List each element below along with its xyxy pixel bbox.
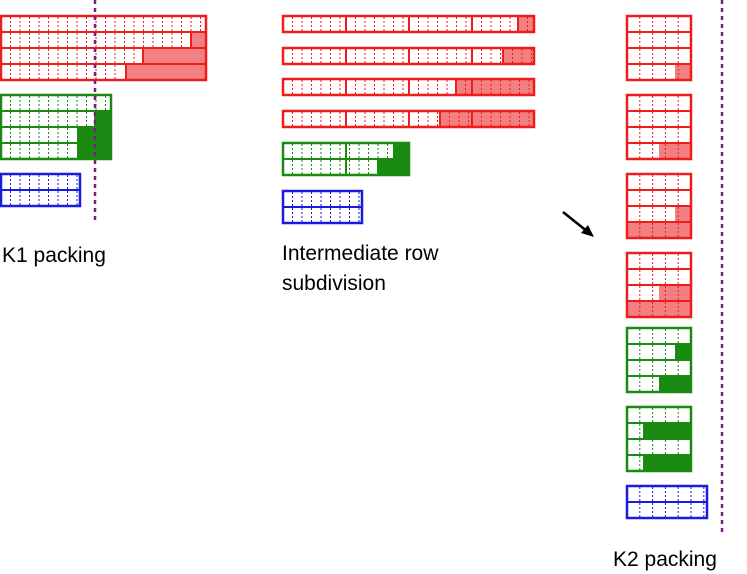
k2-block-3 <box>625 172 693 240</box>
k2-block-6-fill-0 <box>643 423 691 439</box>
k2-block-3-outline <box>625 172 693 240</box>
k2-block-2-fill-0 <box>659 143 691 159</box>
k1-green-block-fill-0 <box>95 111 111 127</box>
mid-red-row-1 <box>281 14 536 34</box>
intermediate-label-line1: Intermediate row <box>282 242 439 265</box>
mid-red-row-outline <box>281 109 536 129</box>
k2-block-5-fill-0 <box>675 344 691 360</box>
k1-red-block <box>0 14 208 82</box>
k2-block-1-outline <box>625 14 693 82</box>
k2-block-2-outline <box>625 93 693 161</box>
k1-red-block-fill-1 <box>143 48 206 64</box>
mid-red-row-fill-0 <box>503 48 534 64</box>
k1-green-block-outline <box>0 93 113 161</box>
k1-red-block-fill-0 <box>191 32 206 48</box>
k2-block-5-outline <box>625 326 693 394</box>
k2-block-6-fill-1 <box>643 455 691 471</box>
intermediate-group <box>281 14 536 225</box>
mid-red-row-outline <box>281 14 536 34</box>
mid-blue-block-outline <box>281 189 364 225</box>
mid-green-block <box>281 141 411 177</box>
mid-red-row-2 <box>281 46 536 66</box>
mid-green-outline <box>281 141 411 177</box>
k2-block-3-fill-1 <box>627 222 691 238</box>
mid-red-row-fill-0 <box>518 16 534 32</box>
k2-block-2 <box>625 93 693 161</box>
k1-packing-group <box>0 14 208 208</box>
k2-block-5 <box>625 326 693 394</box>
k2-block-4-outline <box>625 251 693 319</box>
k2-block-5-fill-1 <box>659 376 691 392</box>
arrow-icon <box>562 211 589 233</box>
k1-blue-block-outline <box>0 172 82 208</box>
mid-blue-block <box>281 189 364 225</box>
k2-packing-label: K2 packing <box>613 548 717 571</box>
mid-green-fill-1 <box>393 143 409 159</box>
annotations-group <box>93 0 724 534</box>
k2-block-4-fill-0 <box>659 285 691 301</box>
k2-packing-group <box>625 14 709 520</box>
k1-blue-block <box>0 172 82 208</box>
k1-red-block-outline <box>0 14 208 82</box>
arrow-head-icon <box>581 225 594 237</box>
k1-green-block <box>0 93 113 161</box>
mid-red-row-fill-0 <box>456 79 534 95</box>
mid-red-row-4 <box>281 109 536 129</box>
k2-block-6-outline <box>625 405 693 473</box>
k2-block-1 <box>625 14 693 82</box>
k2-block-7-outline <box>625 484 709 520</box>
mid-red-row-outline <box>281 46 536 66</box>
k2-block-6 <box>625 405 693 473</box>
k1-red-block-fill-2 <box>126 64 206 80</box>
k2-block-4-fill-1 <box>627 301 691 317</box>
mid-red-row-fill-0 <box>440 111 534 127</box>
mid-green-fill-2 <box>377 159 409 175</box>
k2-block-7 <box>625 484 709 520</box>
intermediate-label-line2: subdivision <box>282 272 386 295</box>
mid-red-row-outline <box>281 77 536 97</box>
k2-block-3-fill-0 <box>675 206 691 222</box>
k2-block-1-fill-0 <box>675 64 691 80</box>
k2-block-4 <box>625 251 693 319</box>
mid-red-row-3 <box>281 77 536 97</box>
k1-packing-label: K1 packing <box>2 244 106 267</box>
